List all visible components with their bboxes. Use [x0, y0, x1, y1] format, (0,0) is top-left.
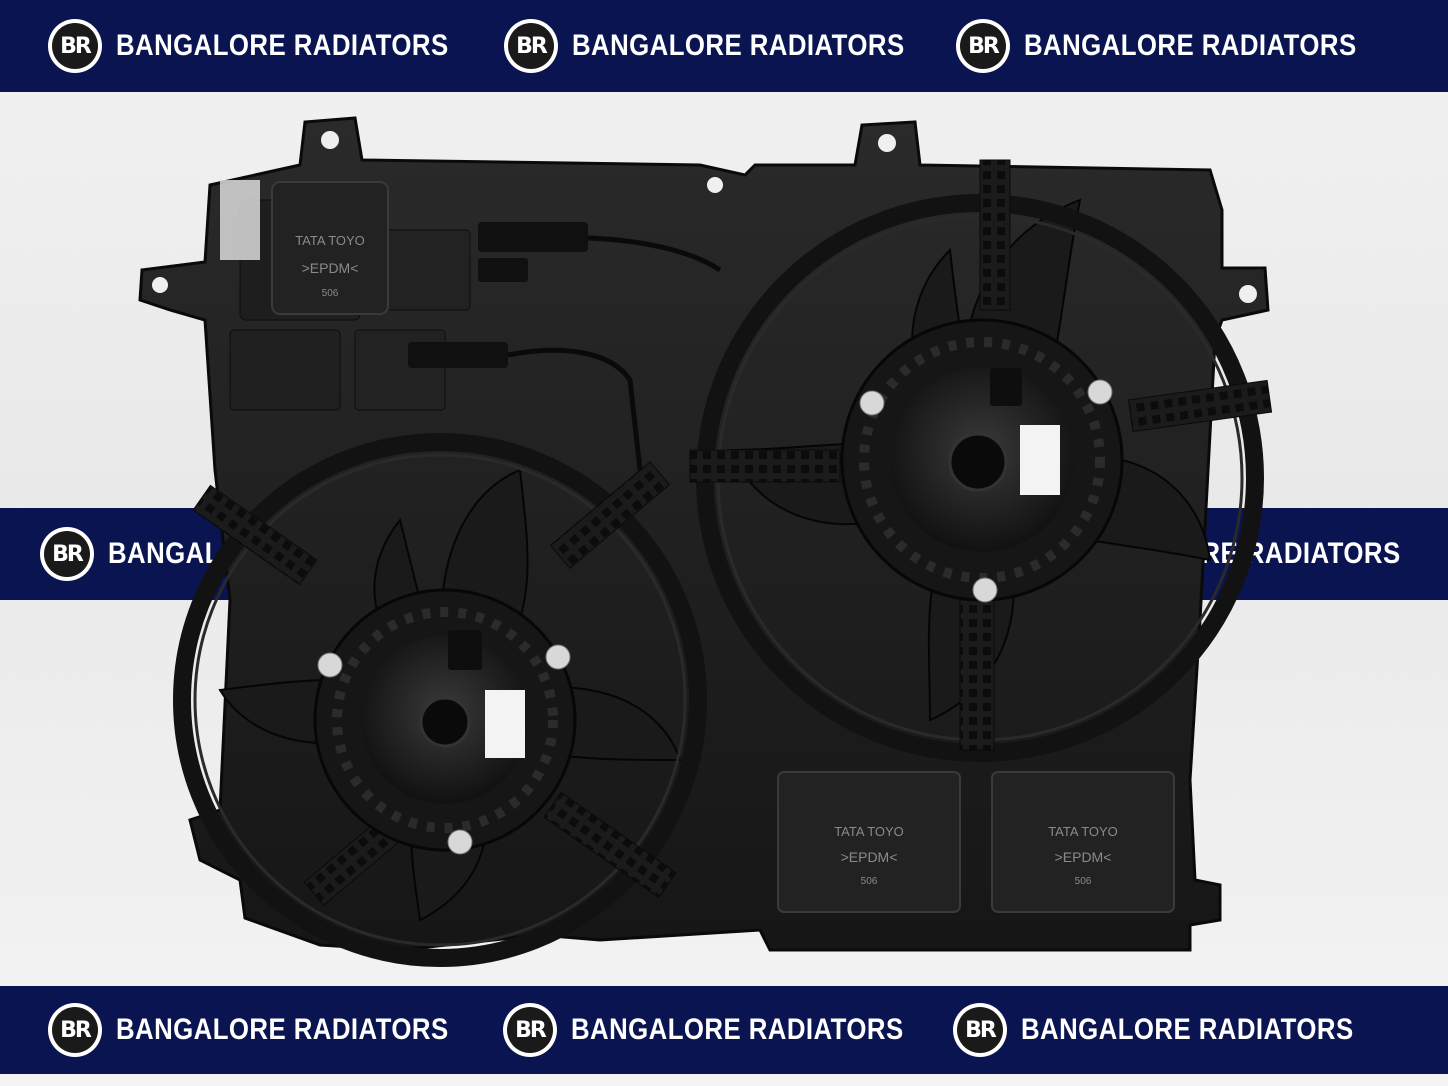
brand-watermark: BR BANGALORE RADIATORS	[48, 1003, 503, 1057]
label-text: 506	[1075, 876, 1092, 887]
label-text: TATA TOYO	[295, 233, 365, 248]
label-text: >EPDM<	[302, 260, 359, 276]
brand-watermark: BR BANGALORE RADIATORS	[956, 19, 1411, 73]
brand-watermark: BR BANGALORE RADIATORS	[504, 19, 959, 73]
label-text: 506	[322, 288, 339, 299]
watermark-band-top: BR BANGALORE RADIATORS BR BANGALORE RADI…	[0, 0, 1448, 92]
label-text: TATA TOYO	[1048, 824, 1118, 839]
label-plate-top: TATA TOYO >EPDM< 506	[220, 180, 389, 315]
brand-watermark: BR BANGALORE RADIATORS	[48, 19, 503, 73]
label-text: 506	[861, 876, 878, 887]
br-logo-icon: BR	[503, 1003, 557, 1057]
brand-name: BANGALORE RADIATORS	[116, 1013, 449, 1046]
label-text: >EPDM<	[841, 849, 898, 865]
brand-name: BANGALORE RADIATORS	[571, 1013, 904, 1046]
br-logo-icon: BR	[953, 1003, 1007, 1057]
br-logo-icon: BR	[504, 19, 558, 73]
fan-large	[689, 159, 1273, 762]
br-logo-icon: BR	[48, 1003, 102, 1057]
brand-watermark: BR BANGALORE RADIATORS	[953, 1003, 1408, 1057]
fan-small	[173, 433, 707, 967]
label-plate-bottom-left: TATA TOYO >EPDM< 506	[777, 771, 961, 913]
label-text: TATA TOYO	[834, 824, 904, 839]
br-logo-icon: BR	[48, 19, 102, 73]
watermark-band-bottom: BR BANGALORE RADIATORS BR BANGALORE RADI…	[0, 986, 1448, 1074]
label-plate-bottom-right: TATA TOYO >EPDM< 506	[991, 771, 1175, 913]
br-logo-icon: BR	[40, 527, 94, 581]
brand-watermark: BR BANGALORE RADIATORS	[503, 1003, 958, 1057]
brand-name: BANGALORE RADIATORS	[1024, 29, 1357, 62]
brand-name: BANGALORE RADIATORS	[572, 29, 905, 62]
brand-name: BANGALORE RADIATORS	[1021, 1013, 1354, 1046]
label-text: >EPDM<	[1055, 849, 1112, 865]
brand-name: BANGALORE RADIATORS	[116, 29, 449, 62]
br-logo-icon: BR	[956, 19, 1010, 73]
